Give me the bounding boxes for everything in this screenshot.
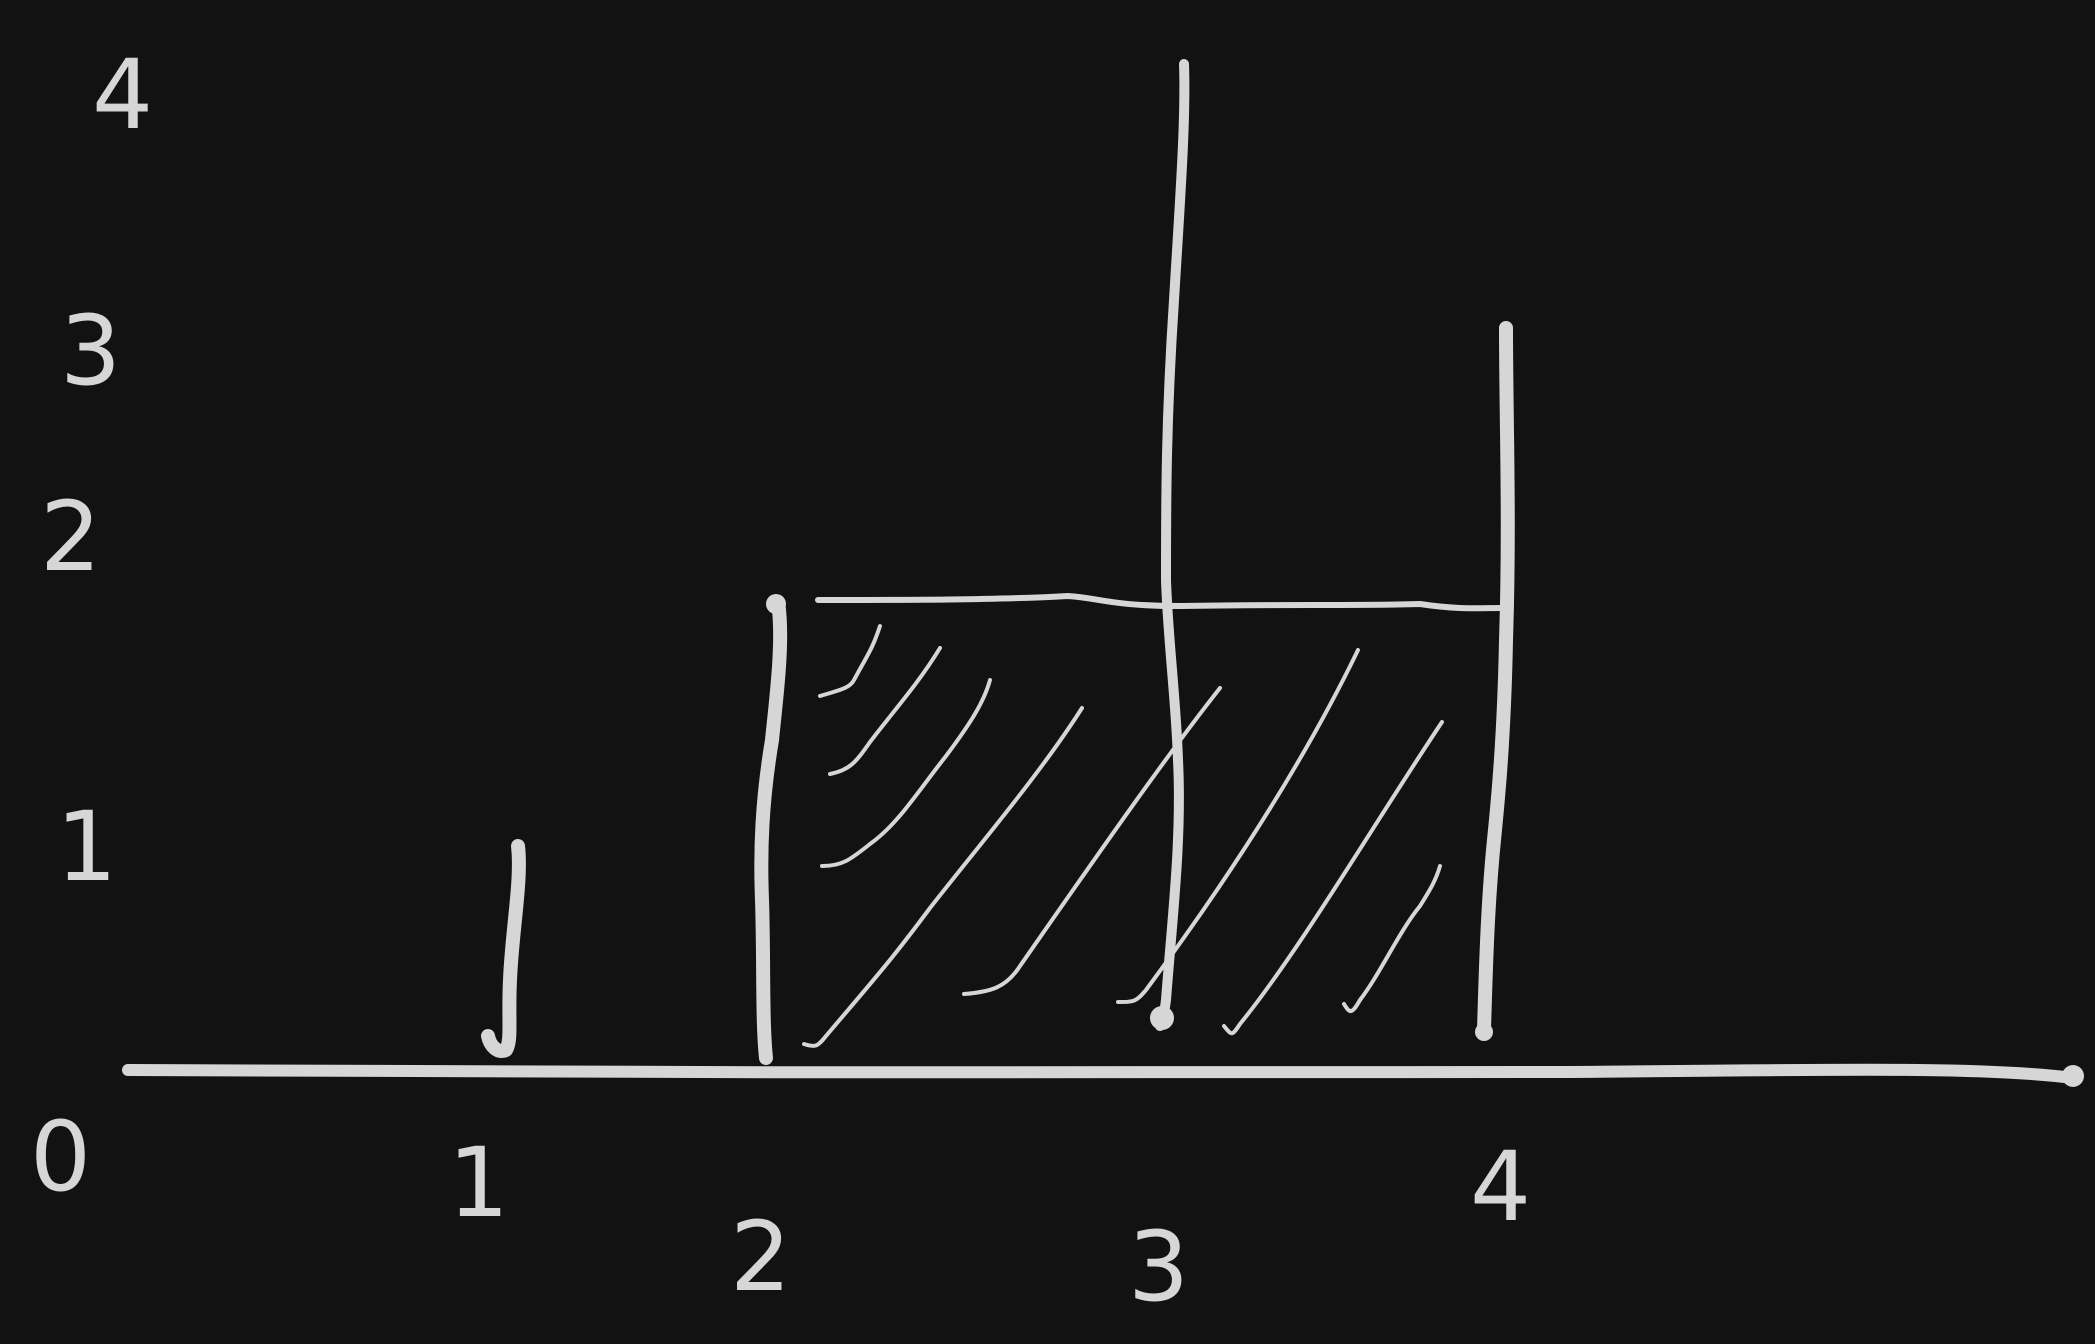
bar-at-2-top-dot [766, 594, 786, 614]
y-tick-0: 0 [30, 1101, 91, 1213]
bar-at-2 [754, 595, 788, 1065]
bar-at-3 [1155, 59, 1190, 1031]
x-tick-4: 4 [1470, 1131, 1531, 1243]
water-level-line [815, 593, 1503, 612]
y-tick-3: 3 [60, 295, 121, 407]
y-tick-4: 4 [92, 39, 153, 151]
bar-at-4-bottom-dot [1475, 1023, 1493, 1041]
bar-at-4 [1477, 321, 1515, 1037]
x-axis-end-dot [2062, 1065, 2084, 1087]
x-tick-3: 3 [1128, 1211, 1189, 1323]
x-tick-1: 1 [448, 1127, 509, 1239]
y-tick-1: 1 [56, 791, 117, 903]
x-tick-2: 2 [730, 1201, 791, 1313]
water-hatch [802, 624, 1444, 1048]
y-tick-2: 2 [40, 481, 101, 593]
bar-at-1 [481, 839, 526, 1058]
x-axis [122, 1063, 2079, 1084]
bar-at-3-bottom-dot [1150, 1006, 1174, 1030]
